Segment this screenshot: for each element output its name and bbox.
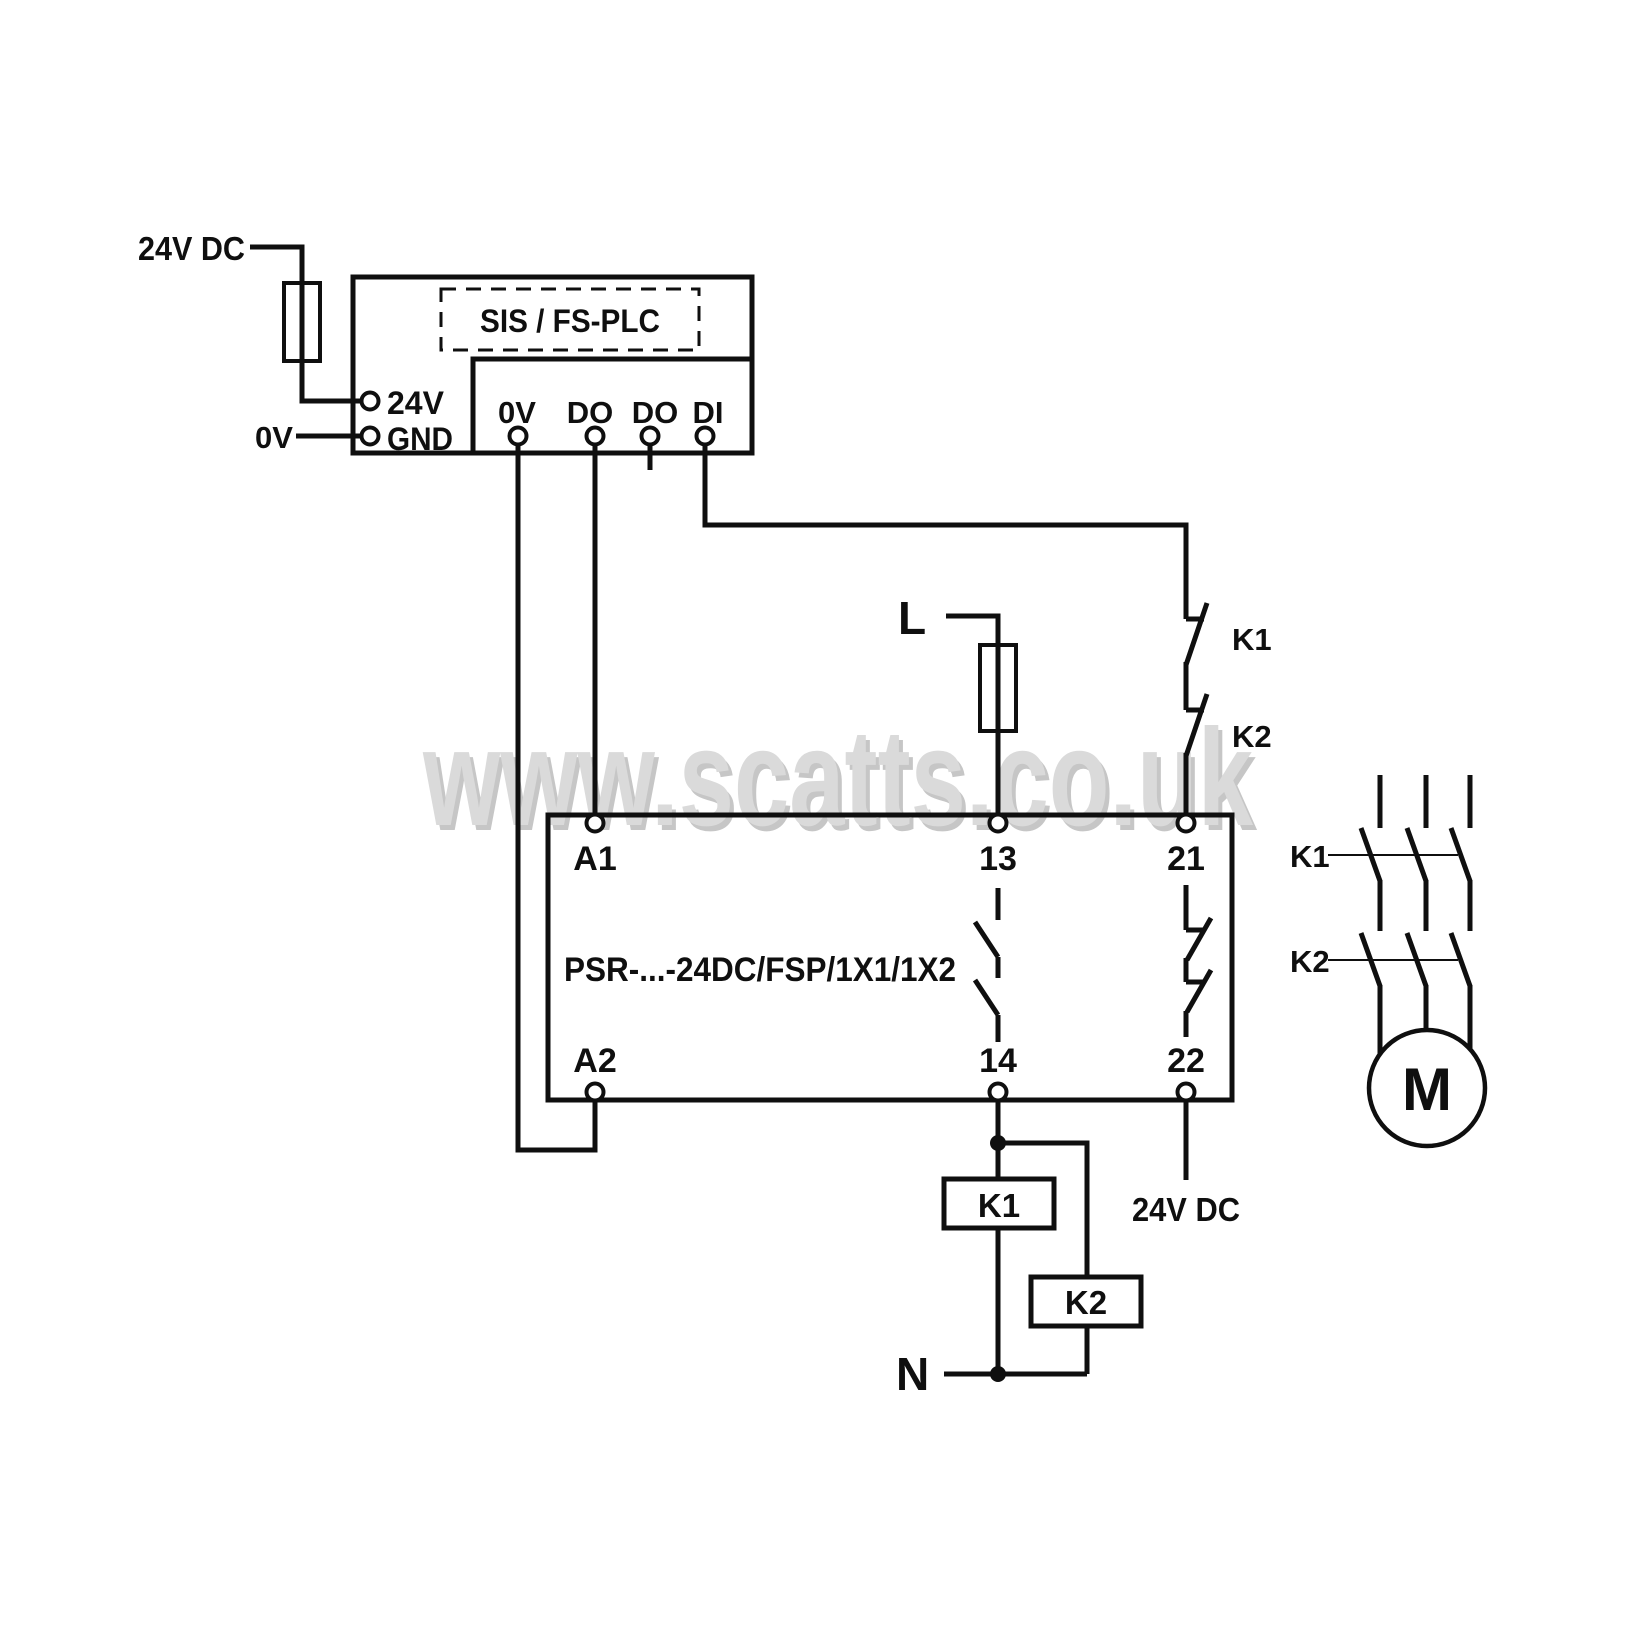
relay-nc-contacts-21-22	[1183, 885, 1214, 1037]
coil-k1-label: K1	[978, 1187, 1020, 1224]
coil-circuit: K1 K2 N 24V DC	[896, 1100, 1240, 1400]
coil-k2-label: K2	[1065, 1284, 1107, 1321]
relay-terminal-22-label: 22	[1167, 1042, 1205, 1080]
motor: M	[1366, 1027, 1488, 1149]
no-contact-blade	[1448, 827, 1473, 882]
power-circuit: K1 K2 M	[1290, 775, 1488, 1149]
plc-box: SIS / FS-PLC 24V GND 0V DO DO DI	[350, 274, 755, 457]
feedback-contact-k2: K2	[1183, 693, 1272, 757]
no-contact-blade	[1404, 932, 1429, 987]
plc-terminal-0v-label: 0V	[498, 395, 536, 430]
feedback-contact-k1: K1	[1183, 602, 1272, 666]
wire-branch-to-k2-coil	[998, 1140, 1090, 1277]
zero-volt-label: 0V	[255, 420, 293, 455]
relay-terminal-13-label: 13	[979, 840, 1017, 878]
plc-terminal-do1-circle	[584, 425, 606, 447]
feedback-contact-k1-label: K1	[1232, 622, 1272, 657]
relay-terminal-22-circle	[1175, 1081, 1197, 1103]
line-supply-circuit: L	[898, 592, 1018, 814]
plc-terminal-do2-label: DO	[632, 395, 679, 430]
motor-circle	[1366, 1027, 1488, 1149]
line-l-label: L	[898, 592, 926, 644]
no-contact-blade	[1358, 827, 1383, 882]
plc-terminal-do2-circle	[639, 425, 661, 447]
wire-l-to-13	[946, 613, 1001, 814]
plc-output-wires	[515, 444, 1189, 1153]
no-contact-blade	[1404, 827, 1429, 882]
plc-terminal-0v-circle	[507, 425, 529, 447]
plc-dashed-frame	[439, 287, 701, 352]
fuse-symbol-supply	[282, 281, 322, 363]
relay-terminal-a2-label: A2	[573, 1042, 616, 1080]
feedback-contact-k2-label: K2	[1232, 719, 1272, 754]
plc-terminal-gnd-label: GND	[387, 421, 453, 457]
relay-terminal-a1-label: A1	[573, 840, 616, 878]
plc-terminal-gnd-circle	[359, 425, 381, 447]
watermark-text: www.scatts.co.uk	[422, 701, 1253, 855]
supply-24vdc-top-label: 24V DC	[138, 230, 245, 267]
no-contact-blade	[1358, 932, 1383, 987]
relay-no-contacts-13-14	[972, 888, 1001, 1042]
plc-outline	[350, 274, 755, 456]
watermark: www.scatts.co.uk www.scatts.co.uk	[422, 701, 1257, 860]
relay-terminal-a2-circle	[584, 1081, 606, 1103]
relay-terminal-21-circle	[1175, 812, 1197, 834]
relay-outline	[545, 812, 1235, 1103]
wire-di-feedback-loop	[702, 444, 1189, 619]
plc-terminal-di-label: DI	[693, 395, 724, 430]
watermark-shadow-text: www.scatts.co.uk	[426, 706, 1257, 860]
motor-label: M	[1402, 1056, 1452, 1123]
plc-title: SIS / FS-PLC	[480, 303, 660, 339]
fuse-symbol-line	[978, 643, 1018, 733]
no-contact-blade	[972, 978, 1001, 1017]
nc-contact-blade	[1184, 968, 1214, 1014]
plc-terminal-24v-label: 24V	[387, 385, 445, 421]
contactor-k2-label: K2	[1290, 944, 1330, 979]
neutral-n-label: N	[896, 1348, 929, 1400]
safety-relay-box: PSR-...-24DC/FSP/1X1/1X2 A1 13 21 A2 14 …	[545, 812, 1235, 1103]
plc-terminal-di-circle	[694, 425, 716, 447]
no-contact-blade	[1448, 932, 1473, 987]
nc-contact-blade	[1184, 916, 1214, 962]
nc-contact-blade	[1183, 602, 1210, 666]
plc-terminal-24v-circle	[359, 390, 381, 412]
supply-24vdc-bottom-label: 24V DC	[1132, 1191, 1240, 1228]
contactor-k1-label: K1	[1290, 839, 1330, 874]
plc-io-section-divider	[470, 356, 752, 453]
junction-dot-n	[990, 1366, 1006, 1382]
plc-supply-circuit	[250, 244, 361, 439]
no-contact-blade	[972, 920, 1001, 959]
supply-24v-wire	[250, 244, 361, 404]
contactor-k1: K1	[1290, 827, 1473, 882]
wire-0v-to-a2	[515, 444, 598, 1153]
nc-contact-blade	[1183, 693, 1210, 757]
relay-terminal-a1-circle	[584, 812, 606, 834]
plc-terminal-do1-label: DO	[567, 395, 614, 430]
relay-terminal-14-label: 14	[979, 1042, 1017, 1080]
relay-model-label: PSR-...-24DC/FSP/1X1/1X2	[564, 951, 956, 989]
relay-terminal-13-circle	[987, 812, 1009, 834]
relay-terminal-21-label: 21	[1167, 840, 1205, 878]
contactor-k2: K2	[1290, 932, 1473, 987]
relay-terminal-14-circle	[987, 1081, 1009, 1103]
